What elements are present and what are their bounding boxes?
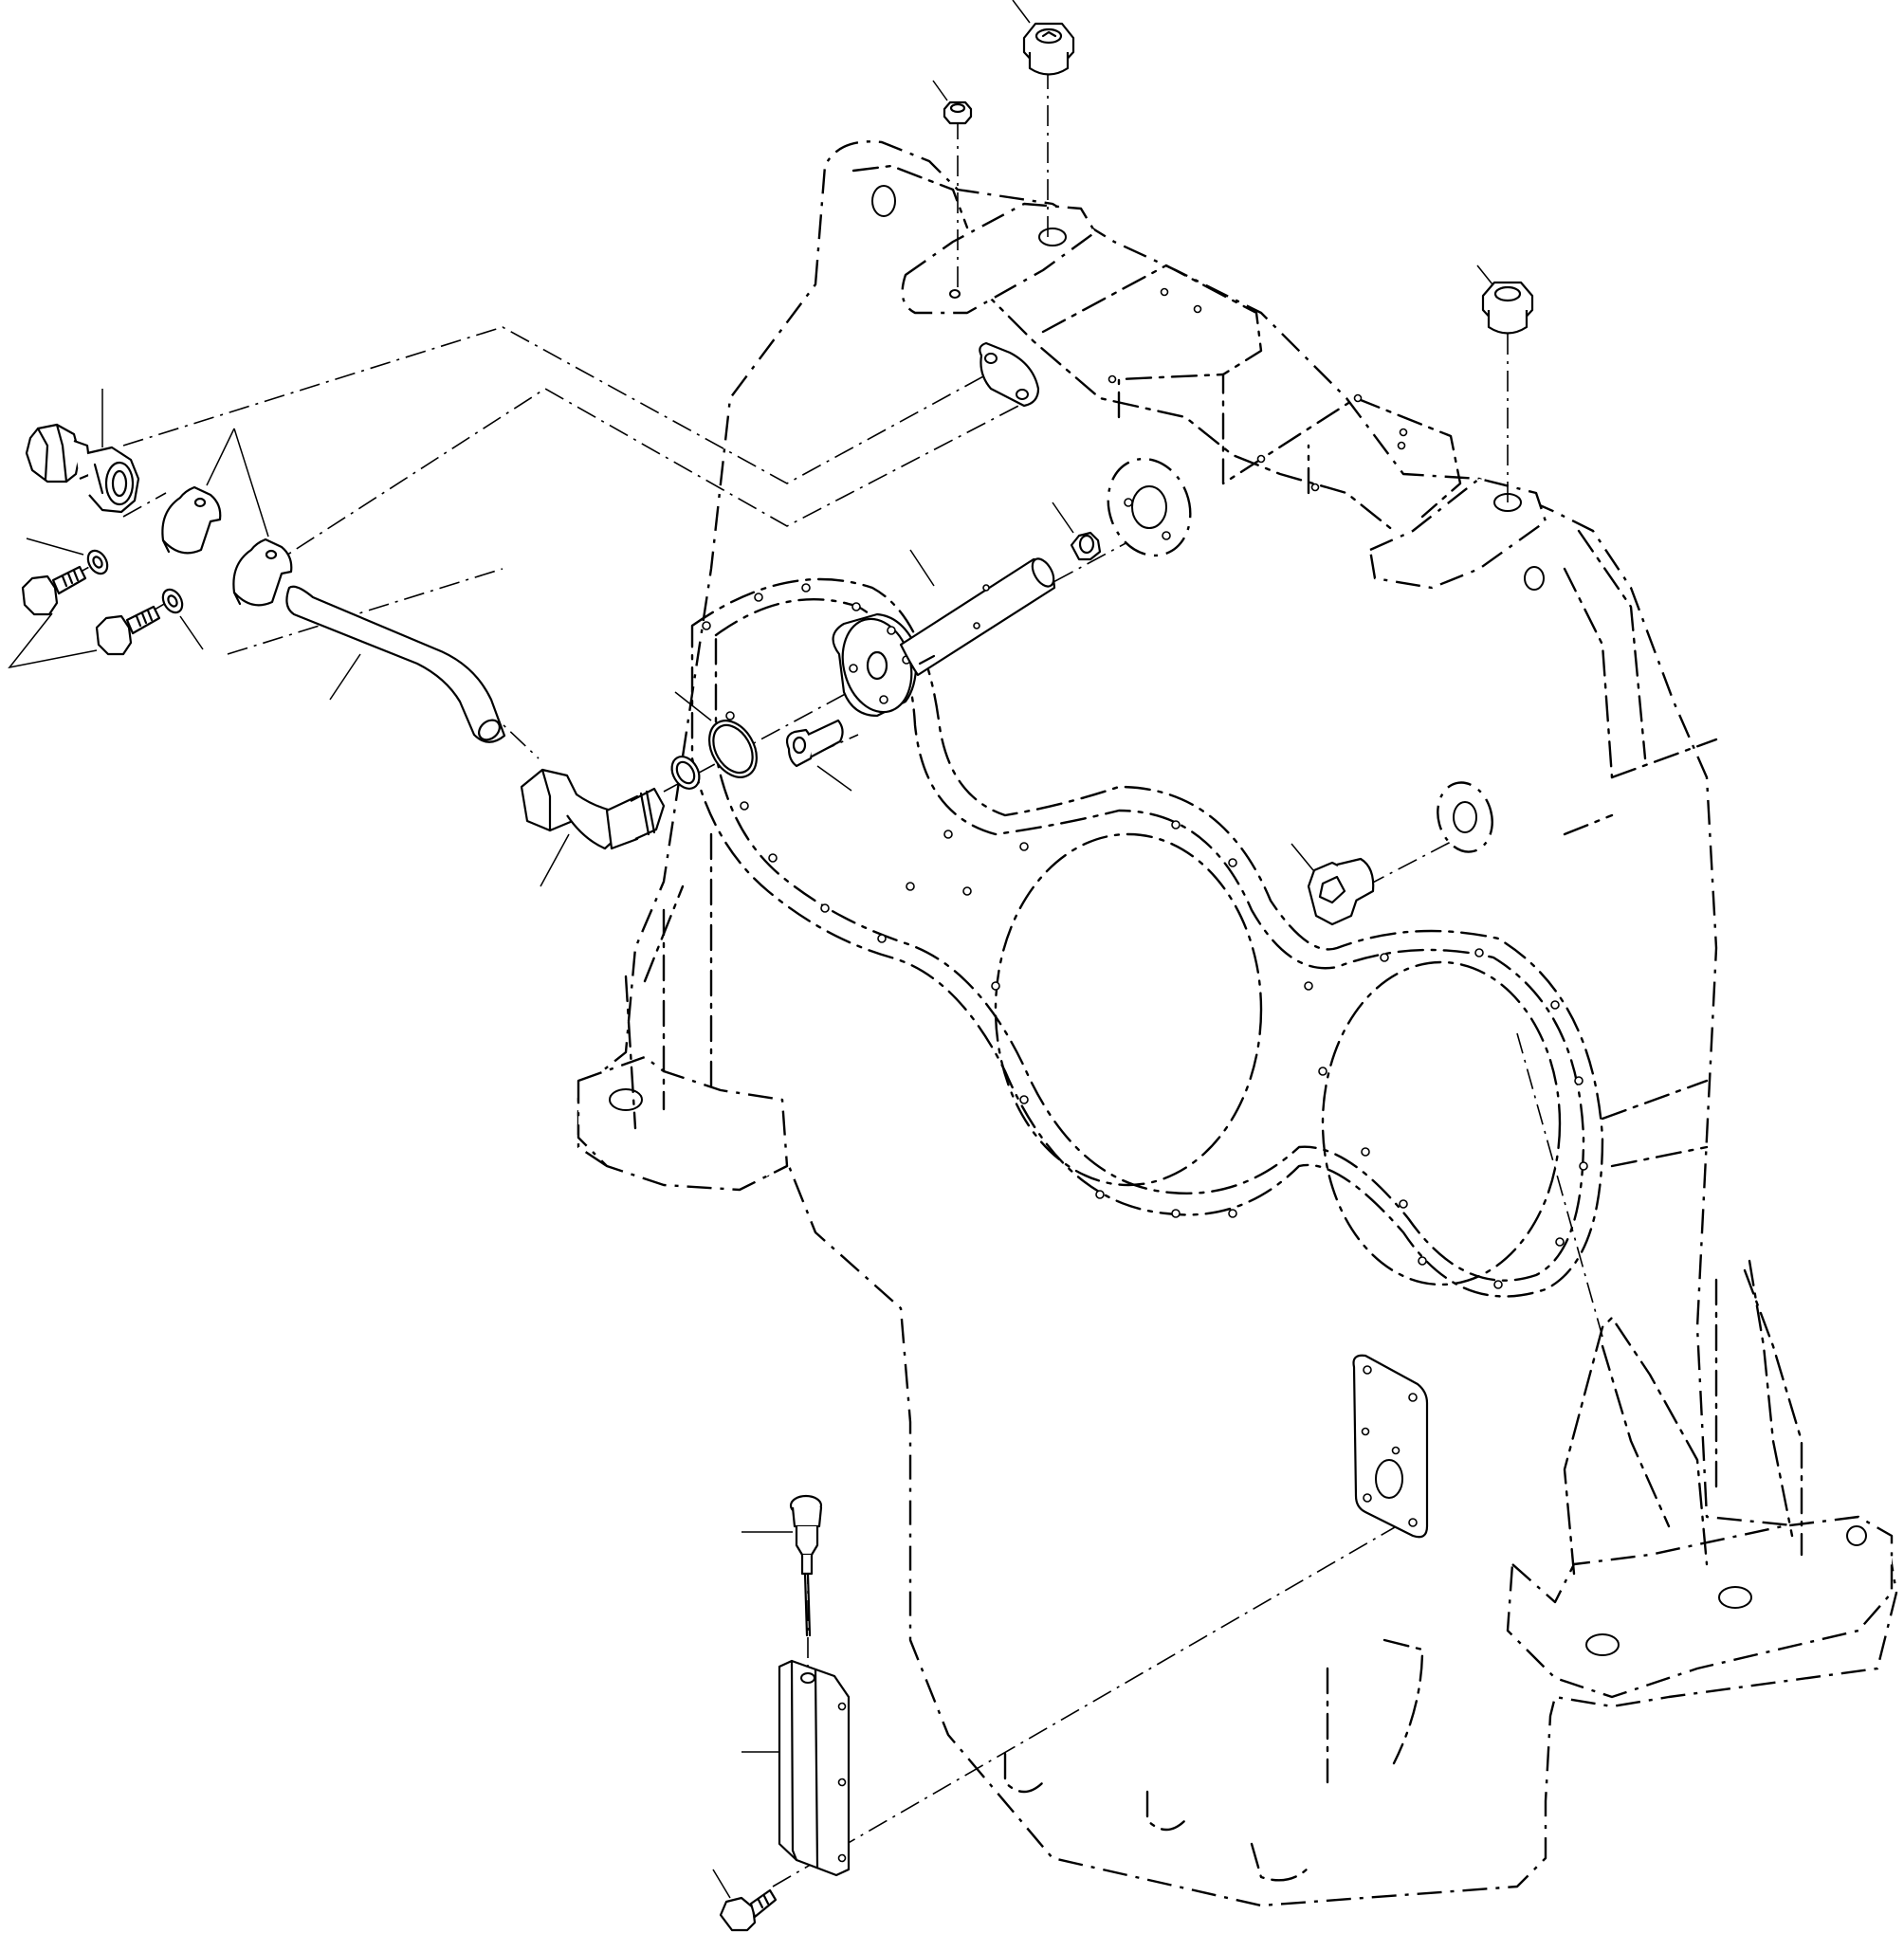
tube-boss (1107, 457, 1192, 557)
plug-top-large (1022, 22, 1075, 76)
leader-screws (8, 612, 98, 669)
cover-plate (1352, 1354, 1429, 1539)
flange-screw (785, 719, 844, 768)
leader-bottom-screw (712, 1869, 731, 1899)
side-plug (1307, 781, 1493, 926)
bottom-screw (719, 1888, 778, 1932)
small-plug (1070, 531, 1102, 561)
plug-top-small (943, 100, 973, 125)
leader-plug-top-large (1012, 0, 1031, 24)
o-ring-small (670, 756, 701, 790)
leader-side-plug (1291, 843, 1314, 871)
union-fitting (25, 423, 140, 514)
plug-right (1481, 281, 1534, 335)
leader-elbow (540, 833, 570, 887)
dipstick (789, 1494, 823, 1637)
leader-washer-2 (179, 615, 204, 650)
leader-clip-1 (206, 428, 235, 486)
leader-clip-2 (233, 428, 269, 538)
leader-washer-1 (26, 538, 84, 556)
washers (86, 549, 184, 614)
dipstick-guide (778, 1659, 851, 1877)
rail-pad (979, 341, 1040, 408)
flanged-tube (832, 557, 1056, 718)
o-ring-large (708, 720, 758, 778)
leader-small-plug (1052, 501, 1074, 534)
elbow-fitting (520, 768, 666, 850)
clip-pair (161, 485, 293, 607)
leader-flange-screw (816, 765, 852, 792)
leader-o-ring (674, 691, 712, 721)
leader-flanged-tube (909, 549, 935, 587)
assembly-center-lines (37, 68, 1603, 1887)
pipe (285, 585, 506, 743)
flange-bolt-holes (702, 583, 1588, 1289)
screws (21, 565, 161, 656)
leader-plug-top-small (932, 80, 948, 101)
leader-pipe (329, 653, 361, 701)
gearbox-housing (577, 140, 1898, 1907)
leader-plug-right (1476, 264, 1493, 285)
